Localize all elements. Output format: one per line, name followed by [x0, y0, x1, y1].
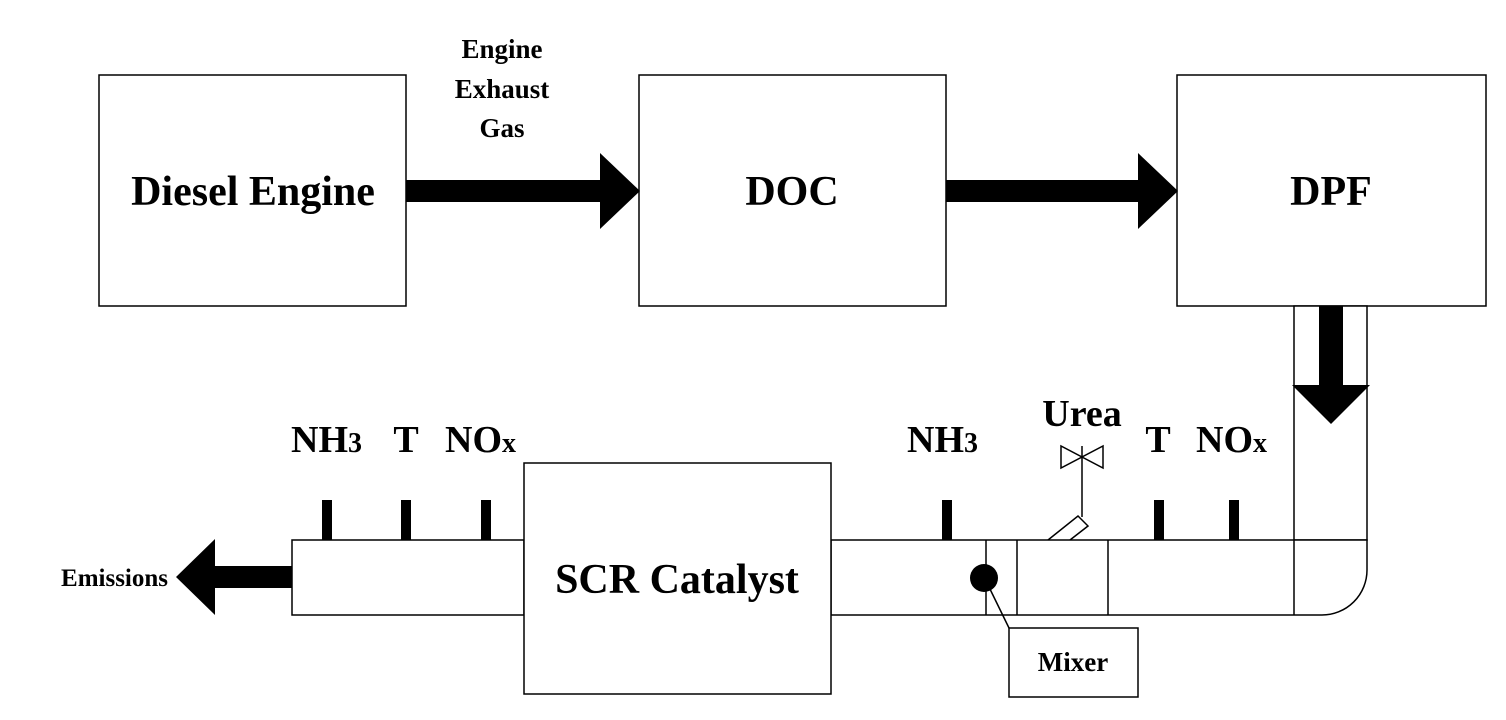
mixer-label-box: [1008, 627, 1139, 698]
sensor-label-nox-downstream: NOx: [445, 419, 516, 461]
emissions-label: Emissions: [61, 565, 168, 592]
diesel-engine-block: [98, 74, 407, 307]
mixer-icon: [970, 564, 998, 592]
doc-label: DOC: [745, 169, 838, 215]
doc-block: [638, 74, 947, 307]
engine-to-doc-arrow: [406, 153, 640, 229]
temperature-sensor-upstream: [1154, 500, 1164, 540]
sensor-label-nh3-upstream: NH3: [907, 419, 978, 461]
emissions-arrow: [176, 539, 292, 615]
sensor-label-nh3-downstream: NH3: [291, 419, 362, 461]
mixer-label: Mixer: [1038, 647, 1108, 677]
scr-catalyst-label: SCR Catalyst: [555, 557, 799, 603]
sensor-label-nox-upstream: NOx: [1196, 419, 1267, 461]
doc-to-dpf-arrow: [946, 153, 1178, 229]
diesel-engine-label: Diesel Engine: [131, 169, 375, 215]
mixer-leader-line: [987, 584, 1010, 629]
dpf-down-arrow: [1292, 306, 1370, 424]
sensor-label-t-upstream: T: [1145, 419, 1170, 461]
nox-sensor-upstream: [1229, 500, 1239, 540]
temperature-sensor-downstream: [401, 500, 411, 540]
urea-valve-icon: [1047, 444, 1104, 541]
sensor-label-t-downstream: T: [393, 419, 418, 461]
exhaust-pipe-downstream: [291, 539, 525, 616]
exhaust-pipe-upstream: [830, 539, 1368, 616]
dpf-label: DPF: [1290, 169, 1372, 215]
flow-label-line3: Gas: [479, 113, 524, 143]
scr-catalyst-block: [523, 462, 832, 695]
flow-label-line1: Engine: [461, 34, 542, 64]
urea-label: Urea: [1042, 393, 1122, 435]
nh3-sensor-upstream: [942, 500, 952, 540]
dpf-block: [1176, 74, 1487, 307]
flow-label-line2: Exhaust: [455, 74, 550, 104]
nox-sensor-downstream: [481, 500, 491, 540]
nh3-sensor-downstream: [322, 500, 332, 540]
